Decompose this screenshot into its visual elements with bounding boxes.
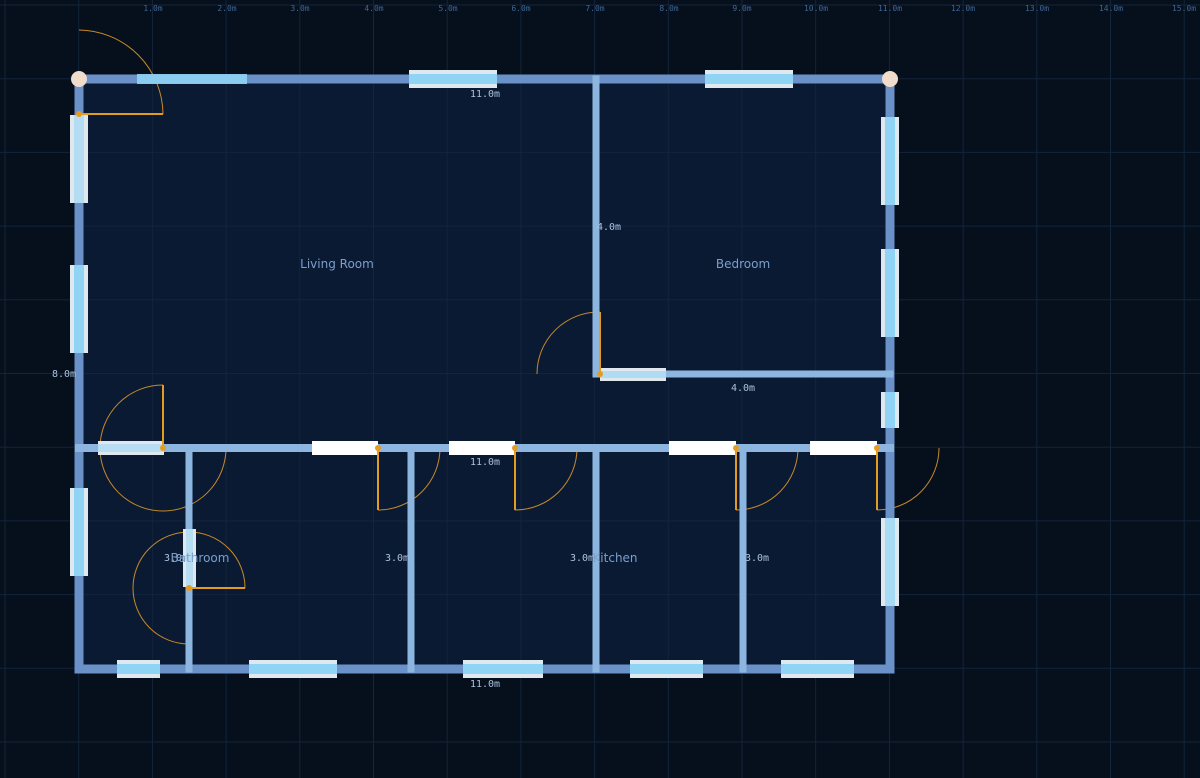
door-hinge[interactable]: [597, 371, 603, 377]
door-hinge[interactable]: [375, 445, 381, 451]
window[interactable]: [881, 249, 899, 337]
dimension-label-partition-1: 3.0m: [164, 553, 188, 564]
ruler-tick-label: 6.0m: [511, 4, 530, 13]
windows: [70, 70, 899, 678]
door-opening[interactable]: [810, 441, 877, 455]
door-swing-arc: [377, 447, 441, 511]
dimension-label-top: 11.0m: [470, 89, 500, 100]
door-swing-arc: [536, 311, 601, 375]
dimension-label-middle: 11.0m: [470, 457, 500, 468]
window[interactable]: [70, 265, 88, 353]
door-hinge[interactable]: [76, 111, 82, 117]
door-swing-arc: [99, 384, 227, 512]
door-swing-arc: [514, 447, 578, 511]
ruler-tick-label: 7.0m: [585, 4, 604, 13]
window[interactable]: [70, 488, 88, 576]
ruler-tick-label: 15.0m: [1172, 4, 1196, 13]
window[interactable]: [409, 70, 497, 88]
window[interactable]: [881, 392, 899, 428]
window[interactable]: [881, 117, 899, 205]
dimension-label-bottom: 11.0m: [470, 679, 500, 690]
window[interactable]: [70, 115, 88, 203]
ruler-tick-label: 9.0m: [732, 4, 751, 13]
room-label-bedroom[interactable]: Bedroom: [716, 257, 770, 271]
window[interactable]: [98, 441, 164, 455]
door-opening[interactable]: [312, 441, 378, 455]
ruler-tick-label: 11.0m: [878, 4, 902, 13]
room-label-living-room[interactable]: Living Room: [300, 257, 374, 271]
window[interactable]: [600, 368, 666, 381]
dimension-label-left: 8.0m: [52, 369, 76, 380]
dimension-label-bedroom-vertical: 4.0m: [597, 222, 621, 233]
ruler-tick-label: 14.0m: [1099, 4, 1123, 13]
ruler-tick-label: 10.0m: [804, 4, 828, 13]
door-swing-arc: [735, 447, 799, 511]
dimension-label-partition-2: 3.0m: [385, 553, 409, 564]
wall-opening-highlight[interactable]: [137, 74, 247, 84]
window[interactable]: [249, 660, 337, 678]
door-hinge[interactable]: [160, 445, 166, 451]
ruler-tick-label: 5.0m: [438, 4, 457, 13]
door-swing-arc: [132, 531, 246, 645]
door-opening[interactable]: [449, 441, 515, 455]
room-label-kitchen[interactable]: Kitchen: [592, 551, 637, 565]
window[interactable]: [705, 70, 793, 88]
ruler-tick-label: 13.0m: [1025, 4, 1049, 13]
dimension-label-partition-4: 3.0m: [745, 553, 769, 564]
corner-node[interactable]: [882, 71, 898, 87]
door-hinge[interactable]: [186, 585, 192, 591]
door-hinge[interactable]: [512, 445, 518, 451]
ruler-tick-label: 4.0m: [364, 4, 383, 13]
ruler-x: 1.0m 2.0m 3.0m 4.0m 5.0m 6.0m 7.0m 8.0m …: [143, 4, 1196, 13]
dimension-label-bedroom-horizontal: 4.0m: [731, 383, 755, 394]
window[interactable]: [881, 518, 899, 606]
window[interactable]: [117, 660, 160, 678]
window[interactable]: [630, 660, 703, 678]
corner-node[interactable]: [71, 71, 87, 87]
door-swing-arc: [78, 29, 164, 115]
door-opening[interactable]: [669, 441, 736, 455]
ruler-tick-label: 1.0m: [143, 4, 162, 13]
dimension-label-partition-3: 3.0m: [570, 553, 594, 564]
ruler-tick-label: 2.0m: [217, 4, 236, 13]
ruler-tick-label: 3.0m: [290, 4, 309, 13]
window[interactable]: [781, 660, 854, 678]
door-hinge[interactable]: [733, 445, 739, 451]
door-hinge[interactable]: [874, 445, 880, 451]
ruler-tick-label: 12.0m: [951, 4, 975, 13]
room-label-bathroom[interactable]: Bathroom: [171, 551, 230, 565]
ruler-tick-label: 8.0m: [659, 4, 678, 13]
window[interactable]: [463, 660, 543, 678]
window[interactable]: [183, 529, 196, 587]
